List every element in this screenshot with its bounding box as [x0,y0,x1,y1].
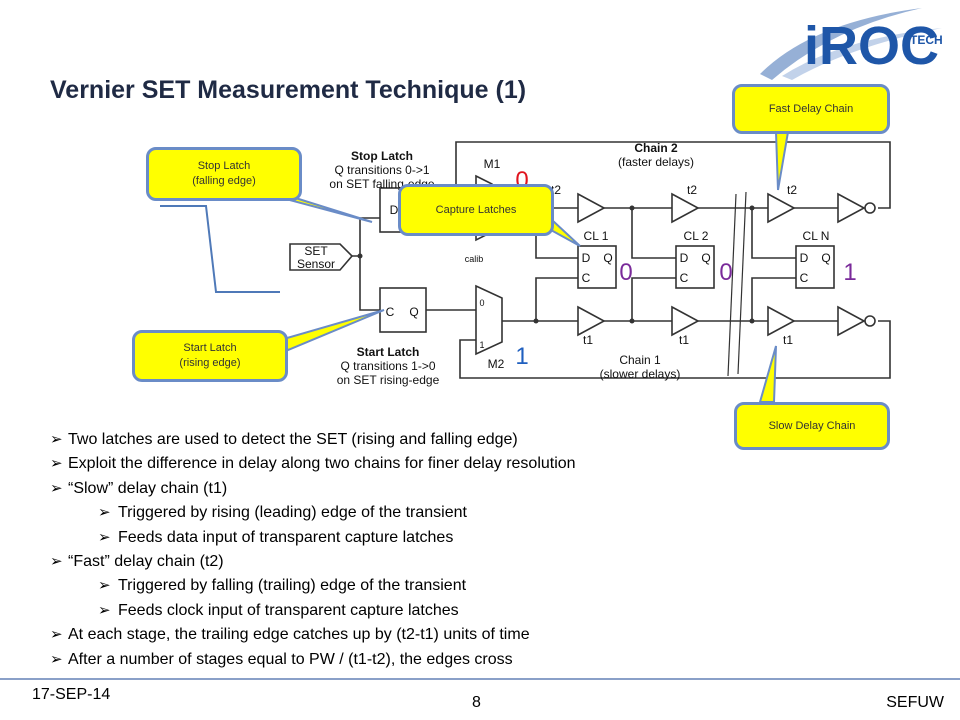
cln-output-value: 1 [843,259,856,286]
start-latch-c-pin: C [386,305,395,319]
bullet-text: Two latches are used to detect the SET (… [68,431,518,448]
start-latch-line2: Q transitions 1->0 [340,359,435,373]
m2-input-1: 1 [479,340,484,350]
bullet-arrow-icon: ➢ [50,455,63,473]
t1-label-2: t1 [679,333,689,347]
cln-q-pin: Q [821,251,830,265]
bullet-text: At each stage, the trailing edge catches… [68,626,530,644]
sub-bullet-item: ➢ Triggered by falling (trailing) edge of… [48,574,928,598]
set-sensor-label-1: SET [304,244,328,258]
t1-label-1: t1 [583,333,593,347]
bullet-item: ➢ “Fast” delay chain (t2) [48,550,928,574]
cl2-d-pin: D [680,251,689,265]
t2-label-1: t2 [551,183,561,197]
blue-one-value: 1 [515,343,528,370]
bullet-item: ➢ Exploit the difference in delay along t… [48,452,928,476]
slow-delay-chain-callout: Slow Delay Chain [734,402,890,450]
bullet-arrow-icon: ➢ [50,553,63,571]
start-latch-callout: Start Latch (rising edge) [132,330,288,382]
bullet-item: ➢ Two latches are used to detect the SET … [48,428,928,452]
fast-delay-chain-text: Fast Delay Chain [768,102,854,115]
bullet-item: ➢ “Slow” delay chain (t1) [48,477,928,501]
bullet-text: Exploit the difference in delay along tw… [68,455,576,473]
slow-delay-chain-text: Slow Delay Chain [768,419,856,432]
t2-label-3: t2 [787,183,797,197]
logo-main-text: iROC [804,16,939,76]
footer-organization: SEFUW [886,694,944,711]
cl1-output-value: 0 [619,259,632,286]
start-latch-title: Start Latch [357,345,420,359]
cl2-c-pin: C [680,271,689,285]
bullet-arrow-icon: ➢ [50,650,63,668]
chain2-sublabel: (faster delays) [618,155,694,169]
chain2-label: Chain 2 [634,141,678,155]
cl1-label: CL 1 [584,229,609,243]
start-latch-line3: on SET rising-edge [337,373,440,387]
logo-sub-text: TECH [910,33,943,47]
bullet-text: Triggered by rising (leading) edge of th… [118,504,467,522]
bullet-arrow-icon: ➢ [98,577,111,595]
t1-label-3: t1 [783,333,793,347]
cln-label: CL N [803,229,830,243]
footer-date: 17-SEP-14 [32,686,111,703]
cl1-c-pin: C [582,271,591,285]
cl2-output-value: 0 [719,259,732,286]
m2-input-0: 0 [479,298,484,308]
slide-title: Vernier SET Measurement Technique (1) [50,76,527,104]
mux-m2-label: M2 [488,357,505,371]
stop-latch-title: Stop Latch [351,149,413,163]
bullet-list: ➢ Two latches are used to detect the SET … [48,428,928,672]
bullet-item: ➢ At each stage, the trailing edge catche… [48,623,928,647]
bullet-item: ➢ After a number of stages equal to PW / … [48,648,928,672]
mux-m1-label: M1 [484,157,501,171]
footer-divider [0,678,960,680]
cl2-q-pin: Q [701,251,710,265]
bullet-text: “Fast” delay chain (t2) [68,553,224,571]
stop-latch-callout-text: Stop Latch (falling edge) [192,160,256,187]
chain1-label: Chain 1 [619,353,661,367]
bullet-arrow-icon: ➢ [50,479,63,497]
stop-latch-d-pin: D [390,203,399,217]
iroc-tech-logo: iROC TECH [760,8,943,80]
bullet-arrow-icon: ➢ [50,626,63,644]
bullet-text: Feeds data input of transparent capture … [118,528,454,546]
sub-bullet-item: ➢ Feeds data input of transparent capture… [48,526,928,550]
calib-label: calib [465,254,484,264]
start-latch-q-pin: Q [409,305,418,319]
chain1-sublabel: (slower delays) [600,367,681,381]
capture-latches-text: Capture Latches [435,203,517,216]
stop-latch-callout: Stop Latch (falling edge) [146,147,302,201]
sub-bullet-item: ➢ Feeds clock input of transparent captur… [48,599,928,623]
page-number: 8 [472,694,481,711]
cl2-label: CL 2 [684,229,709,243]
capture-latches-callout: Capture Latches [398,184,554,236]
cln-c-pin: C [800,271,809,285]
bullet-text: Feeds clock input of transparent capture… [118,601,459,619]
fast-delay-chain-callout: Fast Delay Chain [732,84,890,134]
bullet-arrow-icon: ➢ [50,431,63,448]
cl1-d-pin: D [582,251,591,265]
bullet-text: “Slow” delay chain (t1) [68,479,228,497]
t2-label-2: t2 [687,183,697,197]
cln-d-pin: D [800,251,809,265]
stop-latch-line2: Q transitions 0->1 [334,163,429,177]
cl1-q-pin: Q [603,251,612,265]
bullet-text: After a number of stages equal to PW / (… [68,650,513,668]
start-latch-callout-text: Start Latch (rising edge) [179,342,241,369]
bullet-arrow-icon: ➢ [98,601,111,619]
set-sensor-label-2: Sensor [297,257,335,271]
sub-bullet-item: ➢ Triggered by rising (leading) edge of t… [48,501,928,525]
bullet-arrow-icon: ➢ [98,528,111,546]
bullet-text: Triggered by falling (trailing) edge of … [118,577,467,595]
bullet-arrow-icon: ➢ [98,504,111,522]
